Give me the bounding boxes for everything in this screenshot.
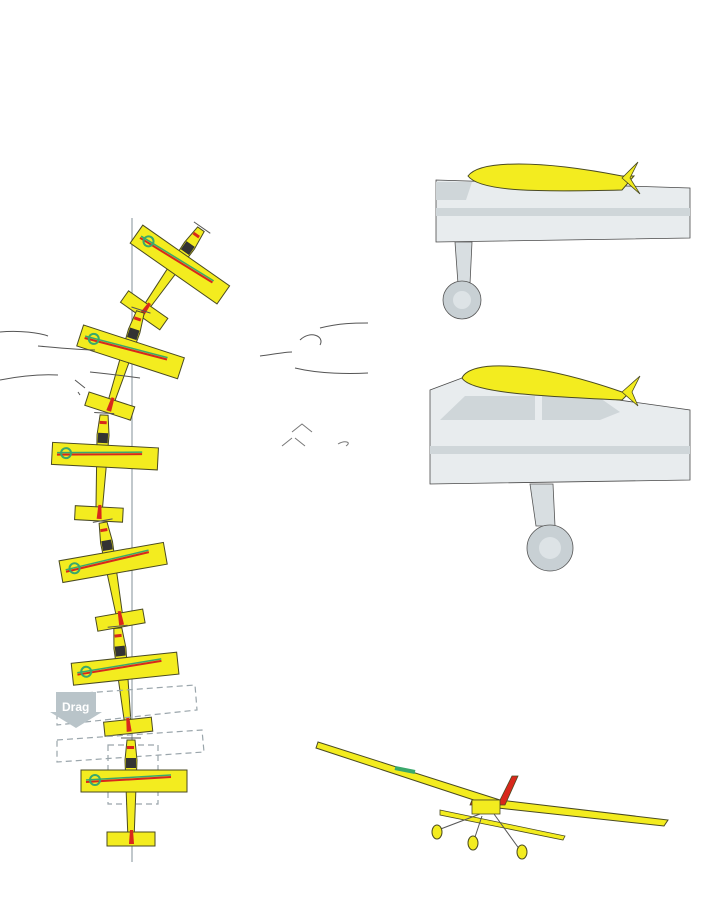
plane-2 <box>59 293 196 432</box>
plane-1 <box>98 197 249 350</box>
perspective-airplane <box>315 741 669 860</box>
drag-label: Drag <box>62 700 89 714</box>
plane-3 <box>47 409 162 525</box>
cabin-wing-side-view <box>429 365 691 572</box>
drag-arrow: Drag <box>50 692 102 728</box>
airflow-lines <box>0 322 369 396</box>
shoulder-wing-side-view <box>435 161 691 320</box>
vortex-marks <box>281 423 349 447</box>
plane-4 <box>52 509 178 637</box>
